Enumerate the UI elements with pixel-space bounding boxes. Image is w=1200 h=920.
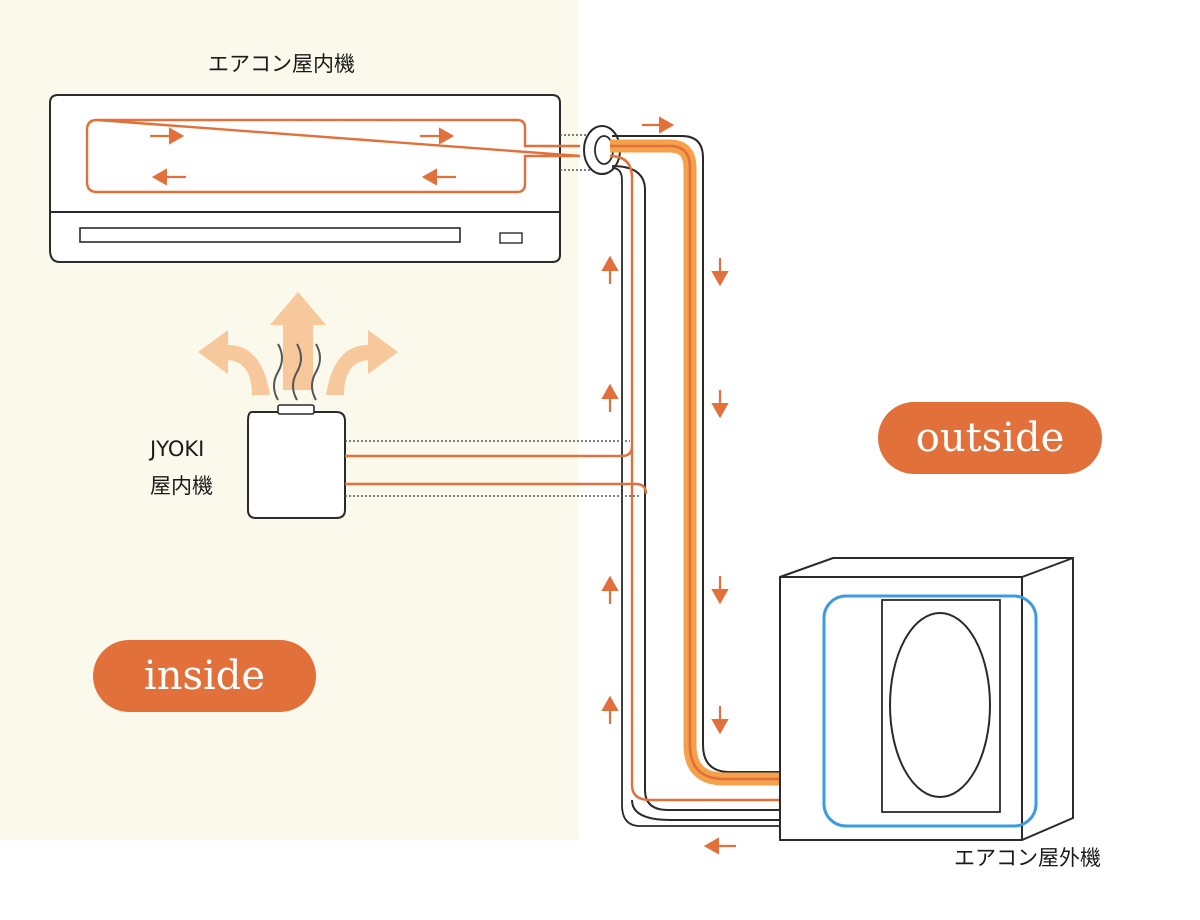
pipe-bundle [609,135,780,827]
indoor-unit-display [499,232,523,244]
outdoor-fan [889,612,991,798]
indoor-flow-arrows [150,127,456,186]
outdoor-unit-label: エアコン屋外機 [954,846,1101,870]
heat-arrow-right [326,330,398,395]
heat-arrow-up [270,292,326,390]
indoor-unit-label: エアコン屋内機 [208,52,355,76]
heat-arrow-left [198,330,270,395]
return-pipe [609,154,780,802]
jyoki-unit [247,404,648,519]
heat-output-arrows [198,292,398,401]
indoor-ac-unit [49,94,590,263]
outdoor-coil-loop [822,594,1038,828]
outside-badge: outside [878,402,1102,474]
indoor-refrigerant-loop [85,118,581,194]
indoor-unit-louver [79,227,461,243]
steam-line [311,343,321,401]
outdoor-ac-unit [779,557,1074,841]
jyoki-label-line2: 屋内機 [150,474,213,498]
pipe-flow-arrows [601,116,736,855]
jyoki-label-line1: JYOKI [150,437,205,461]
steam-line [292,343,302,401]
hot-pipe [610,139,780,786]
inside-badge: inside [93,640,316,712]
steam-line [273,343,283,401]
